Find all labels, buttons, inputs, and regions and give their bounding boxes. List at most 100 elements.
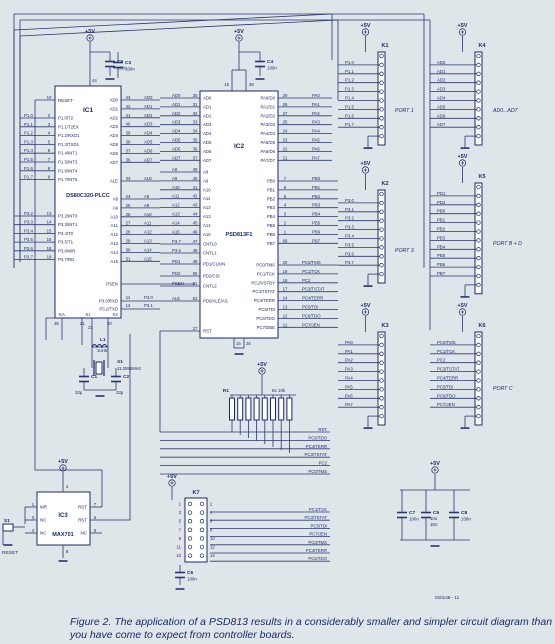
k6-pin-net: PC7/JEN	[437, 402, 455, 407]
k2-pin	[379, 200, 384, 206]
ic2-ad-net: AD0	[172, 93, 181, 98]
ic1-a-net: A10	[144, 212, 152, 217]
k5-pin	[476, 229, 481, 234]
ic3-left-pin: 1	[32, 502, 35, 507]
ic1-a-func: A11	[111, 223, 119, 228]
k6-port-label: PORT C	[493, 386, 513, 392]
k1-pin	[379, 133, 384, 139]
ic2-ctrl-pin-number: 51	[193, 281, 198, 286]
s1-ref: S1	[4, 518, 10, 524]
ic1-p1-net: P1.3	[24, 139, 33, 144]
ic2-ctrl-pin-number: 47	[193, 239, 198, 244]
k7-pin-number: 13	[176, 553, 181, 558]
ic2-a-func: A13	[203, 214, 211, 219]
ic1-p3-pin-number: 18	[47, 246, 52, 251]
ic1-a-pin-number: 24	[126, 194, 131, 199]
decoupling-supply-label: +5V	[430, 461, 440, 467]
ic1-rxd-pin-number: 11	[126, 295, 131, 300]
ic1-p3-pin-number: 14	[47, 220, 52, 225]
k2-pin	[379, 209, 384, 214]
k4-pin-net: AD3	[437, 87, 446, 92]
cap-c2-ref: C2	[123, 374, 129, 380]
ic1-ale-func: ALE	[110, 179, 118, 184]
ic2-a-pin-number: 43	[193, 203, 198, 208]
ic2-pc-func: PC4/TERR	[254, 298, 275, 303]
ic2-ad-net: AD6	[172, 146, 181, 151]
ic1-vcc-pin: 44	[92, 78, 97, 83]
ic3-vcc-pin: 2	[66, 484, 69, 489]
ic1-p3-net: P3.2	[24, 211, 33, 216]
ic2-gnd-pin: 16	[236, 341, 241, 346]
ic1-gnd-pin: 22	[88, 325, 93, 330]
k4-pin	[476, 107, 481, 112]
inductor-ref: L1	[100, 337, 106, 343]
ic2-pb-func: PB7	[267, 241, 276, 246]
ic1-txd-net: P3.1	[144, 303, 153, 308]
ic1-a-func: A14	[110, 250, 118, 255]
cap-c7-value: 100n	[409, 517, 419, 522]
ic2-pc-func: PC0/TMS	[256, 263, 275, 268]
ic2-ref: IC2	[234, 143, 245, 150]
k1-port-label: PORT 1	[395, 108, 414, 114]
k5-pin-net: PB4	[437, 244, 446, 249]
ic1-p3-net: P3.3	[24, 220, 33, 225]
k4-pin-net: AD0	[437, 60, 446, 65]
k7-pin-number: 9	[179, 536, 182, 541]
k2-pin-net: P3.5	[345, 242, 354, 247]
ic2-pa-net: PA3	[312, 120, 320, 125]
k1-pin-net: P1.0	[345, 60, 354, 65]
ic2-ad-net: AD3	[172, 120, 181, 125]
ic2-pc-pin-number: 12	[283, 313, 288, 318]
k4-pin	[476, 62, 481, 68]
k5-pin	[476, 184, 481, 190]
k1-supply-label: +5V	[361, 23, 371, 29]
ic2-pc-net: PC4/TERR	[302, 296, 323, 301]
k3-pin-net: PA2	[345, 358, 353, 363]
ic1-p1-net: P1.6	[24, 166, 33, 171]
ic1-ad-net: AD6	[144, 148, 153, 153]
ic2-pb-net: PB3	[312, 203, 321, 208]
ic1-a-pin-number: 25	[126, 203, 131, 208]
k7-pin	[187, 536, 193, 541]
r1-resistor	[286, 397, 293, 421]
ic2-pb-net: PB2	[312, 194, 321, 199]
ic2-pc-func: PC3/TSTAT	[252, 289, 275, 294]
k3-pin	[379, 342, 384, 348]
ic2-ctrl-func: CNTL2	[203, 284, 217, 289]
ic1-a-net: A8	[144, 194, 150, 199]
k7-pin	[187, 527, 193, 532]
k7-ref: K7	[192, 490, 199, 496]
ic3-right-func: RST	[78, 505, 87, 510]
ic2-ad-func: AD4	[203, 131, 212, 136]
ic2-pa-pin-number: 21	[283, 155, 288, 160]
r1-resistor	[278, 397, 285, 421]
k1-pin-net: P1.2	[345, 78, 354, 83]
k3-pin	[379, 413, 384, 419]
ic2-ad-func: AD1	[203, 104, 212, 109]
ic2-ctrl-net: P3.6	[172, 248, 181, 253]
k2-pin-net: P3.7	[345, 260, 354, 265]
ic2-ad-net: AD2	[172, 111, 181, 116]
ic1-a-pin-number: 27	[126, 221, 131, 226]
ic2-pa-func: PA6/D6	[261, 149, 276, 154]
r1-resistor	[237, 397, 244, 421]
ic1-p1-func: P1.1/T2EX	[58, 124, 79, 129]
ic1-p1-pin-number: 9	[48, 175, 51, 180]
ic2-a-net: A14	[172, 220, 180, 225]
ic2-pc-func: PC1/TCK	[257, 271, 275, 276]
k1-pin-net: P1.7	[345, 122, 354, 127]
k5-supply-label: +5V	[458, 154, 468, 160]
k7-net-label: PC3/TSTAT	[304, 515, 327, 520]
k7-pin-number: 8	[210, 527, 213, 532]
ic2-pa-net: PA5	[312, 138, 320, 143]
ic1-p1-pin-number: 2	[48, 113, 51, 118]
k2-pin	[379, 218, 384, 223]
ic1-body	[54, 85, 122, 319]
k7-pin	[199, 536, 205, 541]
r1-value: 8x 10k	[272, 388, 286, 393]
cap-c3-value: 100n	[125, 67, 135, 72]
ic2-pa-func: PA5/D5	[261, 140, 276, 145]
k3-pin	[379, 351, 384, 356]
ic2-pb-pin-number: 7	[284, 176, 287, 181]
ic2-a-func: A8	[203, 170, 209, 175]
